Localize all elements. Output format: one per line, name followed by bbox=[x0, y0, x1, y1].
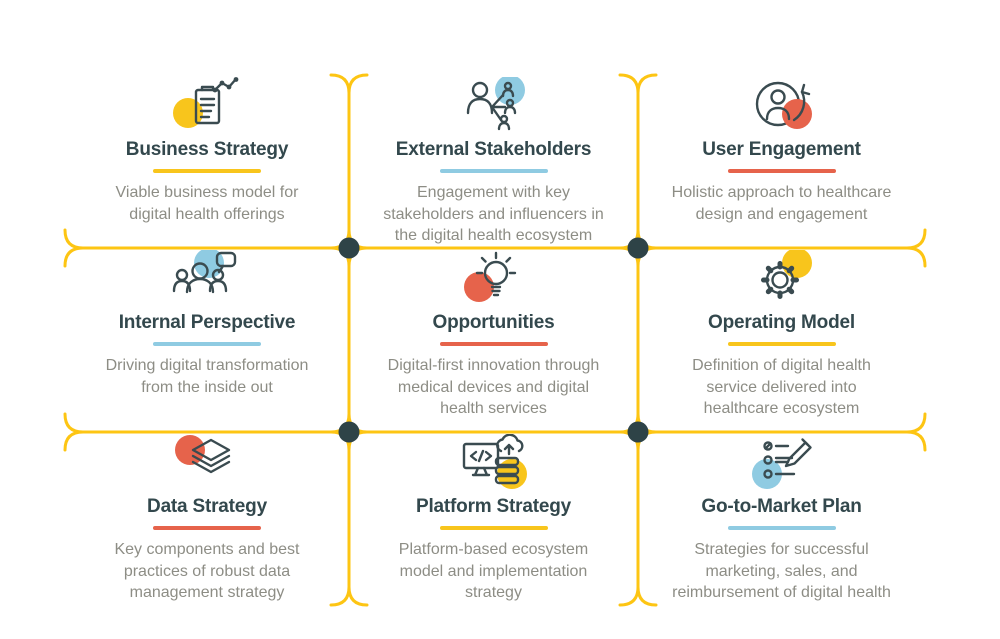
title-underline bbox=[153, 169, 261, 173]
title-underline bbox=[153, 342, 261, 346]
cell-opportunities: Opportunities Digital-first innovation t… bbox=[349, 248, 638, 432]
stakeholder-network-icon bbox=[452, 77, 536, 134]
lightbulb-icon bbox=[452, 251, 536, 307]
gear-icon bbox=[740, 250, 824, 307]
cell-title: Go-to-Market Plan bbox=[701, 496, 862, 517]
cell-title: Operating Model bbox=[708, 312, 855, 333]
title-underline bbox=[439, 526, 548, 530]
title-underline bbox=[727, 342, 836, 346]
platform-cloud-icon bbox=[452, 434, 536, 491]
cell-title: Platform Strategy bbox=[416, 496, 571, 517]
cell-description: Definition of digital health service del… bbox=[692, 357, 871, 417]
cell-operating-model: Operating Model Definition of digital he… bbox=[638, 248, 925, 432]
cell-description: Key components and best practices of rob… bbox=[114, 541, 300, 601]
title-underline bbox=[727, 169, 836, 173]
cell-title: Business Strategy bbox=[125, 139, 289, 160]
cell-description: Strategies for successful marketing, sal… bbox=[672, 541, 891, 601]
user-refresh-icon bbox=[740, 78, 824, 134]
cell-internal-perspective: Internal Perspective Driving digital tra… bbox=[65, 248, 349, 432]
clipboard-chart-icon bbox=[165, 77, 249, 134]
cell-description: Platform-based ecosystem model and imple… bbox=[398, 541, 589, 601]
cell-title: Data Strategy bbox=[147, 496, 267, 517]
cell-description: Engagement with key stakeholders and inf… bbox=[383, 184, 604, 244]
title-underline bbox=[153, 526, 261, 530]
cell-description: Digital-first innovation through medical… bbox=[387, 357, 600, 417]
cell-user-engagement: User Engagement Holistic approach to hea… bbox=[638, 75, 925, 248]
cell-title: Opportunities bbox=[432, 312, 555, 333]
cell-description: Holistic approach to healthcare design a… bbox=[671, 184, 892, 223]
cell-platform-strategy: Platform Strategy Platform-based ecosyst… bbox=[349, 432, 638, 605]
team-chat-icon bbox=[165, 250, 249, 307]
checklist-pencil-icon bbox=[740, 435, 824, 491]
title-underline bbox=[439, 342, 548, 346]
cell-title: Internal Perspective bbox=[118, 312, 296, 333]
cell-go-to-market-plan: Go-to-Market Plan Strategies for success… bbox=[638, 432, 925, 605]
cell-title: User Engagement bbox=[702, 139, 861, 160]
cell-description: Viable business model for digital health… bbox=[115, 184, 299, 223]
layers-icon bbox=[165, 435, 249, 491]
cell-external-stakeholders: External Stakeholders Engagement with ke… bbox=[349, 75, 638, 248]
cell-title: External Stakeholders bbox=[395, 139, 592, 160]
cell-business-strategy: Business Strategy Viable business model … bbox=[65, 75, 349, 248]
cell-description: Driving digital transformation from the … bbox=[105, 357, 309, 396]
cell-data-strategy: Data Strategy Key components and best pr… bbox=[65, 432, 349, 605]
title-underline bbox=[439, 169, 548, 173]
title-underline bbox=[727, 526, 836, 530]
